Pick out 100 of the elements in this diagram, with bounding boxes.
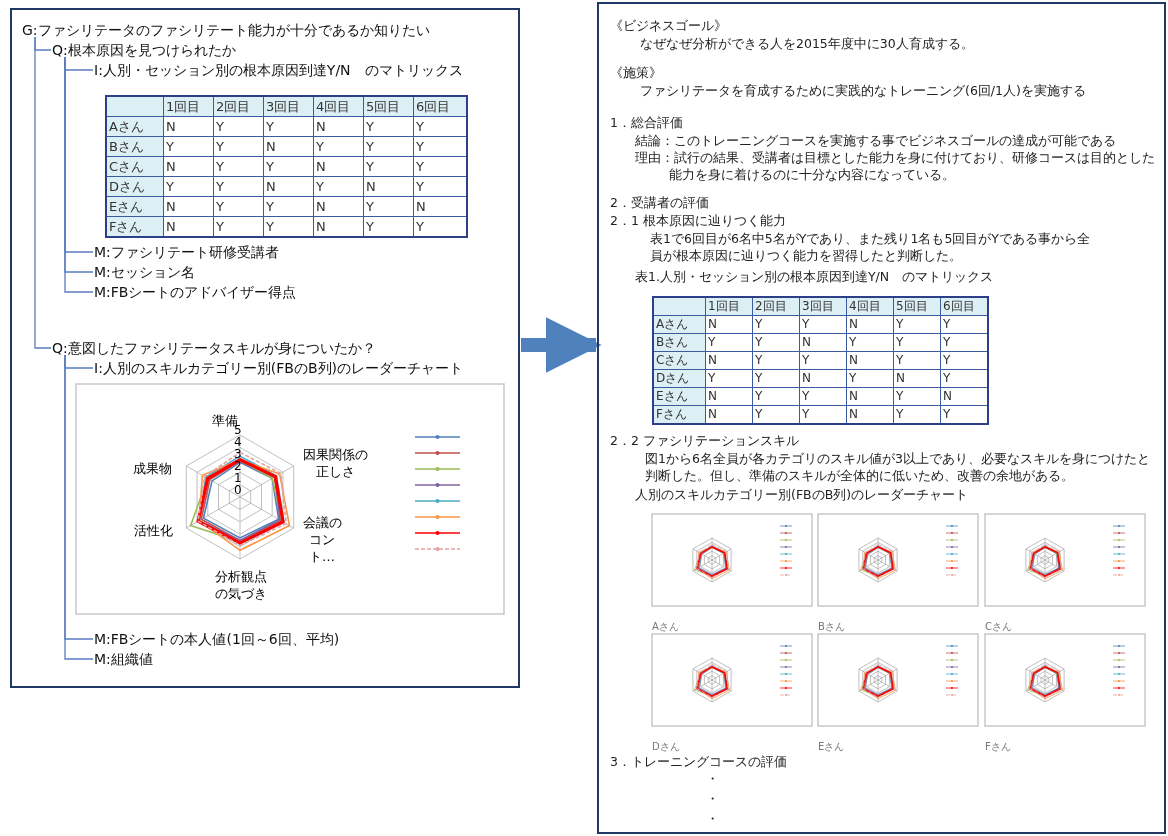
table-caption: 表1.人別・セッション別の根本原因到達Y/N のマトリックス (635, 268, 994, 285)
section-heading: 2．受講者の評価 (610, 194, 709, 211)
row-header: Aさん (106, 116, 164, 137)
table-cell: Y (163, 136, 214, 157)
table-cell: Y (893, 351, 941, 370)
tree-item: I:人別のスキルカテゴリー別(FBのB列)のレーダーチャート (94, 359, 464, 377)
section-heading: 《ビジネスゴール》 (610, 17, 727, 34)
table-cell: Y (752, 315, 800, 334)
table-cell: Y (363, 136, 414, 157)
chart-axis-label: 会議のコント… (301, 514, 343, 565)
tree-item: M:ファシリテート研修受講者 (94, 243, 279, 261)
column-header: 3回目 (799, 297, 847, 316)
table-cell: N (363, 176, 414, 197)
table-cell: Y (752, 369, 800, 388)
table-cell: Y (213, 116, 264, 137)
table-cell: Y (799, 315, 847, 334)
table-cell: N (163, 156, 214, 177)
table-cell: Y (705, 333, 753, 352)
row-header: Fさん (106, 216, 164, 237)
chart-caption: Cさん (985, 620, 1012, 634)
column-header: 4回目 (846, 297, 894, 316)
table-cell: N (799, 333, 847, 352)
table-cell: N (846, 351, 894, 370)
chart-caption: Bさん (818, 620, 845, 634)
row-header: Fさん (653, 405, 706, 424)
chart-caption: Eさん (818, 740, 845, 754)
table-cell: Y (363, 196, 414, 217)
chart-axis-label: 準備 (212, 412, 238, 428)
table-cell: Y (213, 216, 264, 237)
column-header: 5回目 (893, 297, 941, 316)
document-panel (10, 8, 520, 688)
column-header: 6回目 (940, 297, 988, 316)
section-heading: 2．2 ファシリテーションスキル (610, 432, 799, 449)
table-cell: Y (313, 176, 364, 197)
table-cell: Y (799, 351, 847, 370)
section-heading: 2．1 根本原因に辿りつく能力 (610, 212, 786, 229)
table-cell: N (263, 136, 314, 157)
table-cell: Y (263, 116, 314, 137)
table-cell: Y (263, 196, 314, 217)
table-cell: Y (799, 405, 847, 424)
section-heading: 1．総合評価 (610, 114, 683, 131)
paragraph: 図1から6名全員が各カテゴリのスキル値が3以上であり、必要なスキルを身につけたと判断した。但し、準備のスキルが全体的に低いため、改善の余地がある。 (645, 450, 1150, 484)
column-header: 2回目 (213, 96, 264, 117)
table-cell: N (313, 196, 364, 217)
table-cell: N (705, 315, 753, 334)
paragraph: 理由：試行の結果、受講者は目標とした能力を身に付けており、研修コースは目的とした能力を身に着けるのに十分な内容になっている。 (635, 149, 1155, 183)
table-cell: N (893, 369, 941, 388)
tree-item: Q:意図したファシリテータスキルが身についたか？ (52, 339, 376, 357)
axis-tick-label: 1 (234, 472, 242, 484)
chart-caption: Fさん (985, 740, 1011, 754)
table-cell: Y (213, 176, 264, 197)
column-header: 2回目 (752, 297, 800, 316)
document-panel (597, 2, 1166, 834)
block-arrow (521, 317, 602, 373)
row-header: Eさん (106, 196, 164, 217)
paragraph: なぜなぜ分析ができる人を2015年度中に30人育成する。 (640, 35, 974, 52)
column-header: 1回目 (163, 96, 214, 117)
table-cell: N (846, 315, 894, 334)
tree-item: M:FBシートのアドバイザー得点 (94, 283, 297, 301)
chart-axis-label: 因果関係の正しさ (301, 446, 369, 480)
table-cell: Y (213, 156, 264, 177)
tree-item: M:組織値 (94, 650, 153, 668)
table-cell: Y (752, 351, 800, 370)
column-header: 3回目 (263, 96, 314, 117)
column-header: 5回目 (363, 96, 414, 117)
chart-axis-label: 成果物 (133, 460, 172, 477)
paragraph: 結論：このトレーニングコースを実施する事でビジネスゴールの達成が可能である (635, 132, 1117, 149)
table-cell: N (263, 176, 314, 197)
axis-tick-label: 4 (234, 436, 242, 448)
section-heading: 3．トレーニングコースの評価 (610, 753, 787, 770)
table-cell: Y (893, 387, 941, 406)
table-cell: Y (263, 216, 314, 237)
tree-connector (34, 36, 52, 349)
table-cell: N (163, 116, 214, 137)
chart-caption: Aさん (652, 620, 679, 634)
tree-item: G:ファシリテータのファシリテート能力が十分であるか知りたい (22, 21, 430, 39)
table-cell: N (163, 196, 214, 217)
table-cell: Y (752, 405, 800, 424)
chart-axis-label: 分析観点の気づき (214, 568, 268, 602)
table-cell: Y (752, 387, 800, 406)
table-cell: Y (213, 136, 264, 157)
ellipsis-dot: ・ (706, 770, 719, 787)
tree-item: M:セッション名 (94, 263, 195, 281)
table-cell: Y (752, 333, 800, 352)
table-cell: Y (846, 369, 894, 388)
row-header: Bさん (106, 136, 164, 157)
table-cell: Y (846, 333, 894, 352)
table-cell: Y (893, 405, 941, 424)
ellipsis-dot: ・ (706, 790, 719, 807)
chart-axis-label: 活性化 (134, 522, 173, 539)
table-cell: Y (799, 387, 847, 406)
column-header: 1回目 (705, 297, 753, 316)
table-cell: Y (705, 369, 753, 388)
table-cell: Y (313, 136, 364, 157)
table-cell: Y (263, 156, 314, 177)
table-cell: N (799, 369, 847, 388)
paragraph: 表1で6回目が6名中5名がYであり、また残り1名も5回目がYである事から全員が根本原因に辿りつく能力を習得したと判断した。 (650, 230, 1091, 264)
row-header: Dさん (106, 176, 164, 197)
table-cell: N (313, 156, 364, 177)
table-cell: N (846, 387, 894, 406)
